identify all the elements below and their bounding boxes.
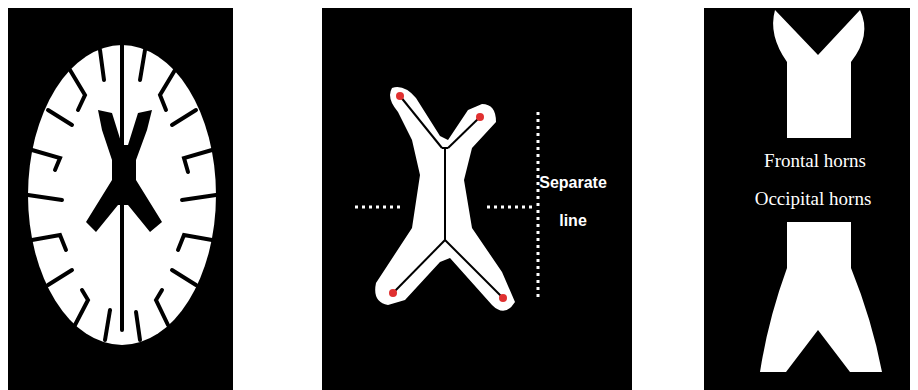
ventricle-mask bbox=[375, 87, 515, 311]
panel-background bbox=[8, 8, 233, 390]
skeleton bbox=[393, 96, 503, 298]
endpoint-dots bbox=[389, 92, 507, 302]
annotation-label: Occipital horns bbox=[755, 188, 872, 210]
brain-white-matter bbox=[28, 45, 216, 345]
frontal-horns-shape bbox=[773, 10, 864, 138]
panel-background bbox=[704, 8, 910, 390]
occipital-horns-shape bbox=[760, 222, 882, 372]
annotation-label: Frontal horns bbox=[764, 150, 866, 172]
ventricle bbox=[86, 110, 162, 232]
separate-line bbox=[355, 112, 538, 300]
panel-background bbox=[322, 8, 632, 390]
sulci bbox=[28, 45, 216, 340]
annotation-label: Separate line bbox=[533, 164, 613, 240]
